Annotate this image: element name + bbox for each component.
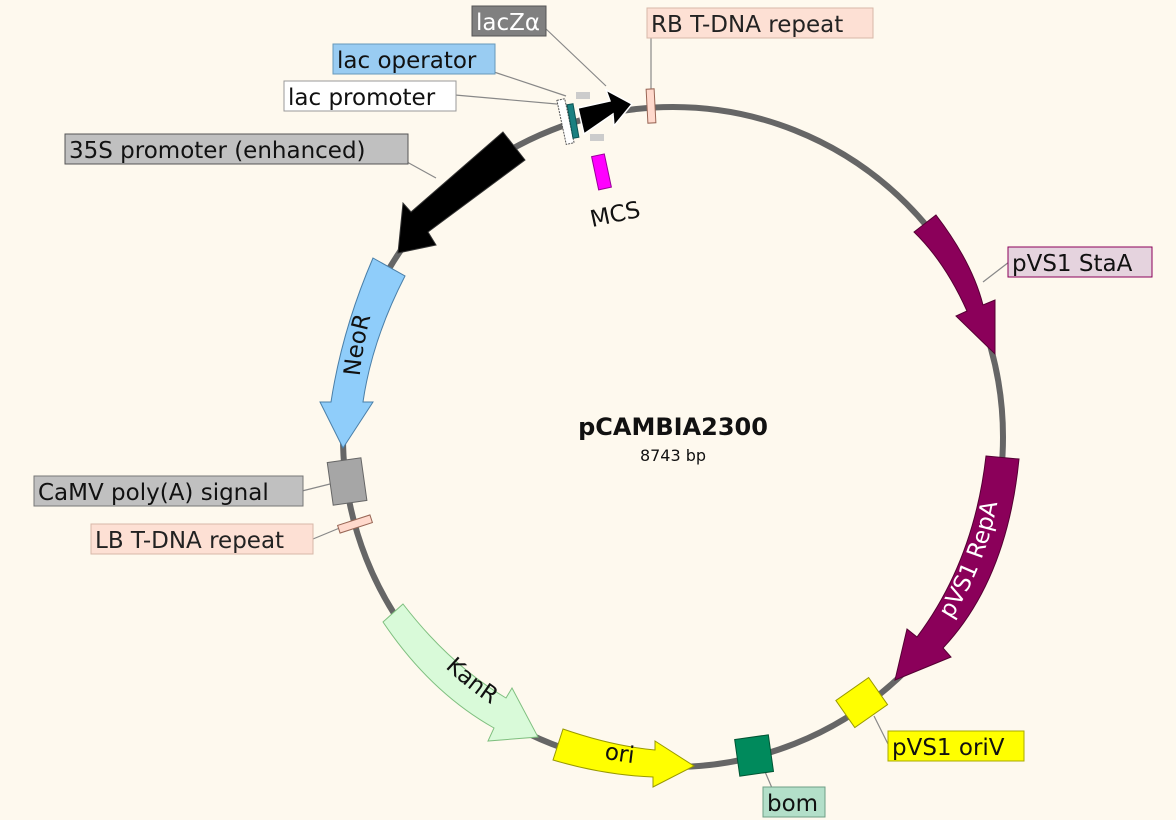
mcs-gray-tick-bottom — [590, 134, 604, 141]
rb-tdna-marker[interactable] — [645, 88, 657, 124]
lb-tdna-label[interactable]: LB T-DNA repeat — [95, 528, 284, 554]
lac-promoter-label[interactable]: lac promoter — [288, 85, 436, 111]
lacz-alpha-arrow[interactable] — [577, 88, 634, 136]
plasmid-size: 8743 bp — [640, 446, 706, 465]
promoter-35s-label-box — [64, 133, 409, 165]
camv-polya-label[interactable]: CaMV poly(A) signal — [38, 480, 269, 506]
mcs-label: MCS — [588, 197, 643, 233]
pvs1-oriv-label-box — [887, 730, 1025, 762]
promoter-35s-arrow[interactable] — [397, 131, 526, 254]
lac-operator-label-box — [332, 43, 496, 75]
kanr-arrow[interactable] — [382, 603, 539, 742]
lac-promoter-label-box — [283, 80, 457, 112]
bom-label[interactable]: bom — [767, 791, 818, 817]
plasmid-name: pCAMBIA2300 — [578, 413, 768, 441]
pvs1-stata-arrow[interactable] — [913, 214, 996, 356]
bom-marker[interactable] — [734, 734, 775, 777]
promoter-35s-label[interactable]: 35S promoter (enhanced) — [69, 138, 366, 164]
lb-tdna-label-box — [90, 523, 314, 555]
mcs-marker[interactable] — [591, 153, 612, 191]
camv-polya-marker[interactable] — [326, 457, 368, 506]
pvs1-oriv-marker[interactable] — [835, 676, 889, 729]
neor-arrow[interactable] — [319, 257, 406, 450]
bom-label-box — [762, 786, 826, 818]
pvs1-oriv-label[interactable]: pVS1 oriV — [892, 735, 1005, 761]
lac-operator-label[interactable]: lac operator — [337, 48, 477, 74]
lac-promoter-marker[interactable] — [556, 98, 575, 145]
camv-polya-label-box — [33, 475, 304, 507]
rb-tdna-label[interactable]: RB T-DNA repeat — [651, 12, 843, 38]
pvs1-stata-label[interactable]: pVS1 StaA — [1012, 251, 1133, 277]
rb-tdna-label-box — [646, 7, 874, 39]
ori-arrow[interactable] — [552, 728, 696, 788]
ori-label: ori — [603, 739, 636, 769]
lacz-alpha-label-box — [471, 5, 547, 37]
pvs1-repa-arrow[interactable] — [894, 455, 1020, 681]
lac-operator-marker[interactable] — [566, 103, 580, 139]
mcs-gray-tick-top — [576, 92, 590, 99]
pvs1-stata-label-box — [1007, 246, 1153, 278]
lacz-alpha-label[interactable]: lacZα — [476, 10, 540, 36]
lb-tdna-marker[interactable] — [336, 514, 374, 534]
